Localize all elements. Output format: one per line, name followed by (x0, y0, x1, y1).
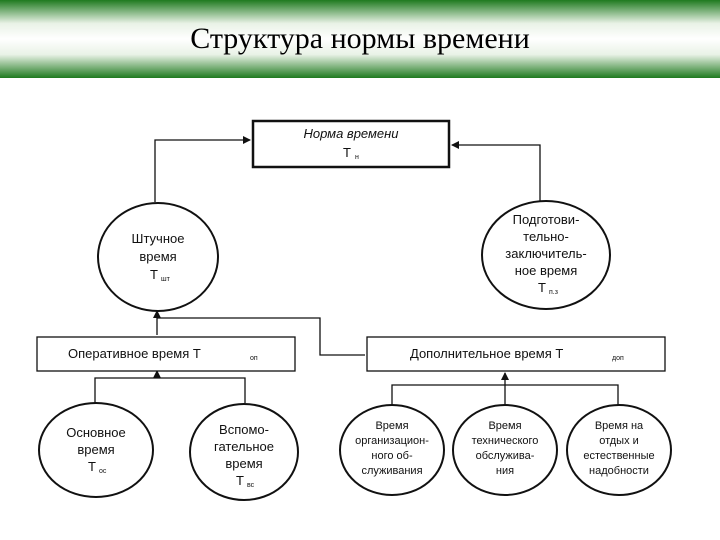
connectors (94, 136, 619, 405)
org-line-3: ного об- (371, 450, 413, 462)
prep-line-1: Подготови- (513, 212, 580, 227)
rest-time-node: Время на отдых и естественные надобности (566, 404, 672, 496)
auxiliary-line-3: время (225, 456, 262, 471)
piece-subscript: шт (161, 276, 171, 283)
auxiliary-subscript: вс (247, 482, 255, 489)
slide-title: Структура нормы времени (190, 22, 530, 55)
piece-line-2: время (139, 249, 176, 264)
tech-service-node: Время технического обслужива- ния (452, 404, 558, 496)
org-line-2: организацион- (355, 435, 429, 447)
main-line-2: время (77, 442, 114, 457)
org-service-node: Время организацион- ного об- служивания (339, 404, 445, 496)
prep-subscript: п.з (549, 289, 558, 296)
operative-subscript: оп (250, 355, 258, 362)
piece-time-node: Штучное время Т шт (97, 202, 219, 312)
prep-symbol: Т (538, 280, 546, 295)
norm-node: Норма времени Т н (251, 119, 451, 169)
title-banner (0, 0, 720, 78)
prep-time-node: Подготови- тельно- заключитель- ное врем… (481, 200, 611, 310)
tech-line-4: ния (496, 465, 514, 477)
additional-subscript: доп (612, 355, 624, 362)
auxiliary-time-node: Вспомо- гательное время Т вс (189, 403, 299, 501)
norm-label: Норма времени (303, 126, 398, 141)
rest-line-1: Время на (595, 420, 644, 432)
arrow-additional-to-piece (157, 317, 365, 356)
additional-label: Дополнительное время Т (410, 346, 563, 361)
tech-line-3: обслужива- (476, 450, 535, 462)
main-symbol: Т (88, 459, 96, 474)
rest-line-4: надобности (589, 465, 649, 477)
arrow-piece-to-norm (154, 136, 251, 202)
auxiliary-symbol: Т (236, 473, 244, 488)
operative-time-node: Оперативное время Т оп (36, 336, 296, 372)
org-line-1: Время (375, 420, 408, 432)
rest-line-2: отдых и (599, 435, 639, 447)
piece-line-1: Штучное (132, 231, 185, 246)
prep-line-3: заключитель- (505, 246, 586, 261)
main-line-1: Основное (66, 425, 126, 440)
piece-symbol: Т (150, 267, 158, 282)
tech-line-2: технического (472, 435, 539, 447)
prep-line-2: тельно- (523, 229, 569, 244)
prep-line-4: ное время (515, 263, 578, 278)
additional-time-node: Дополнительное время Т доп (366, 336, 666, 372)
main-time-node: Основное время Т ос (38, 402, 154, 498)
branch-main-aux (94, 377, 246, 403)
norm-symbol: Т (343, 145, 351, 160)
tech-line-1: Время (488, 420, 521, 432)
operative-label: Оперативное время Т (68, 346, 201, 361)
auxiliary-line-1: Вспомо- (219, 422, 269, 437)
rest-line-3: естественные (583, 450, 654, 462)
org-line-4: служивания (361, 465, 422, 477)
main-subscript: ос (99, 468, 107, 475)
arrow-prep-to-norm (451, 141, 541, 202)
auxiliary-line-2: гательное (214, 439, 274, 454)
norm-subscript: н (355, 154, 359, 161)
